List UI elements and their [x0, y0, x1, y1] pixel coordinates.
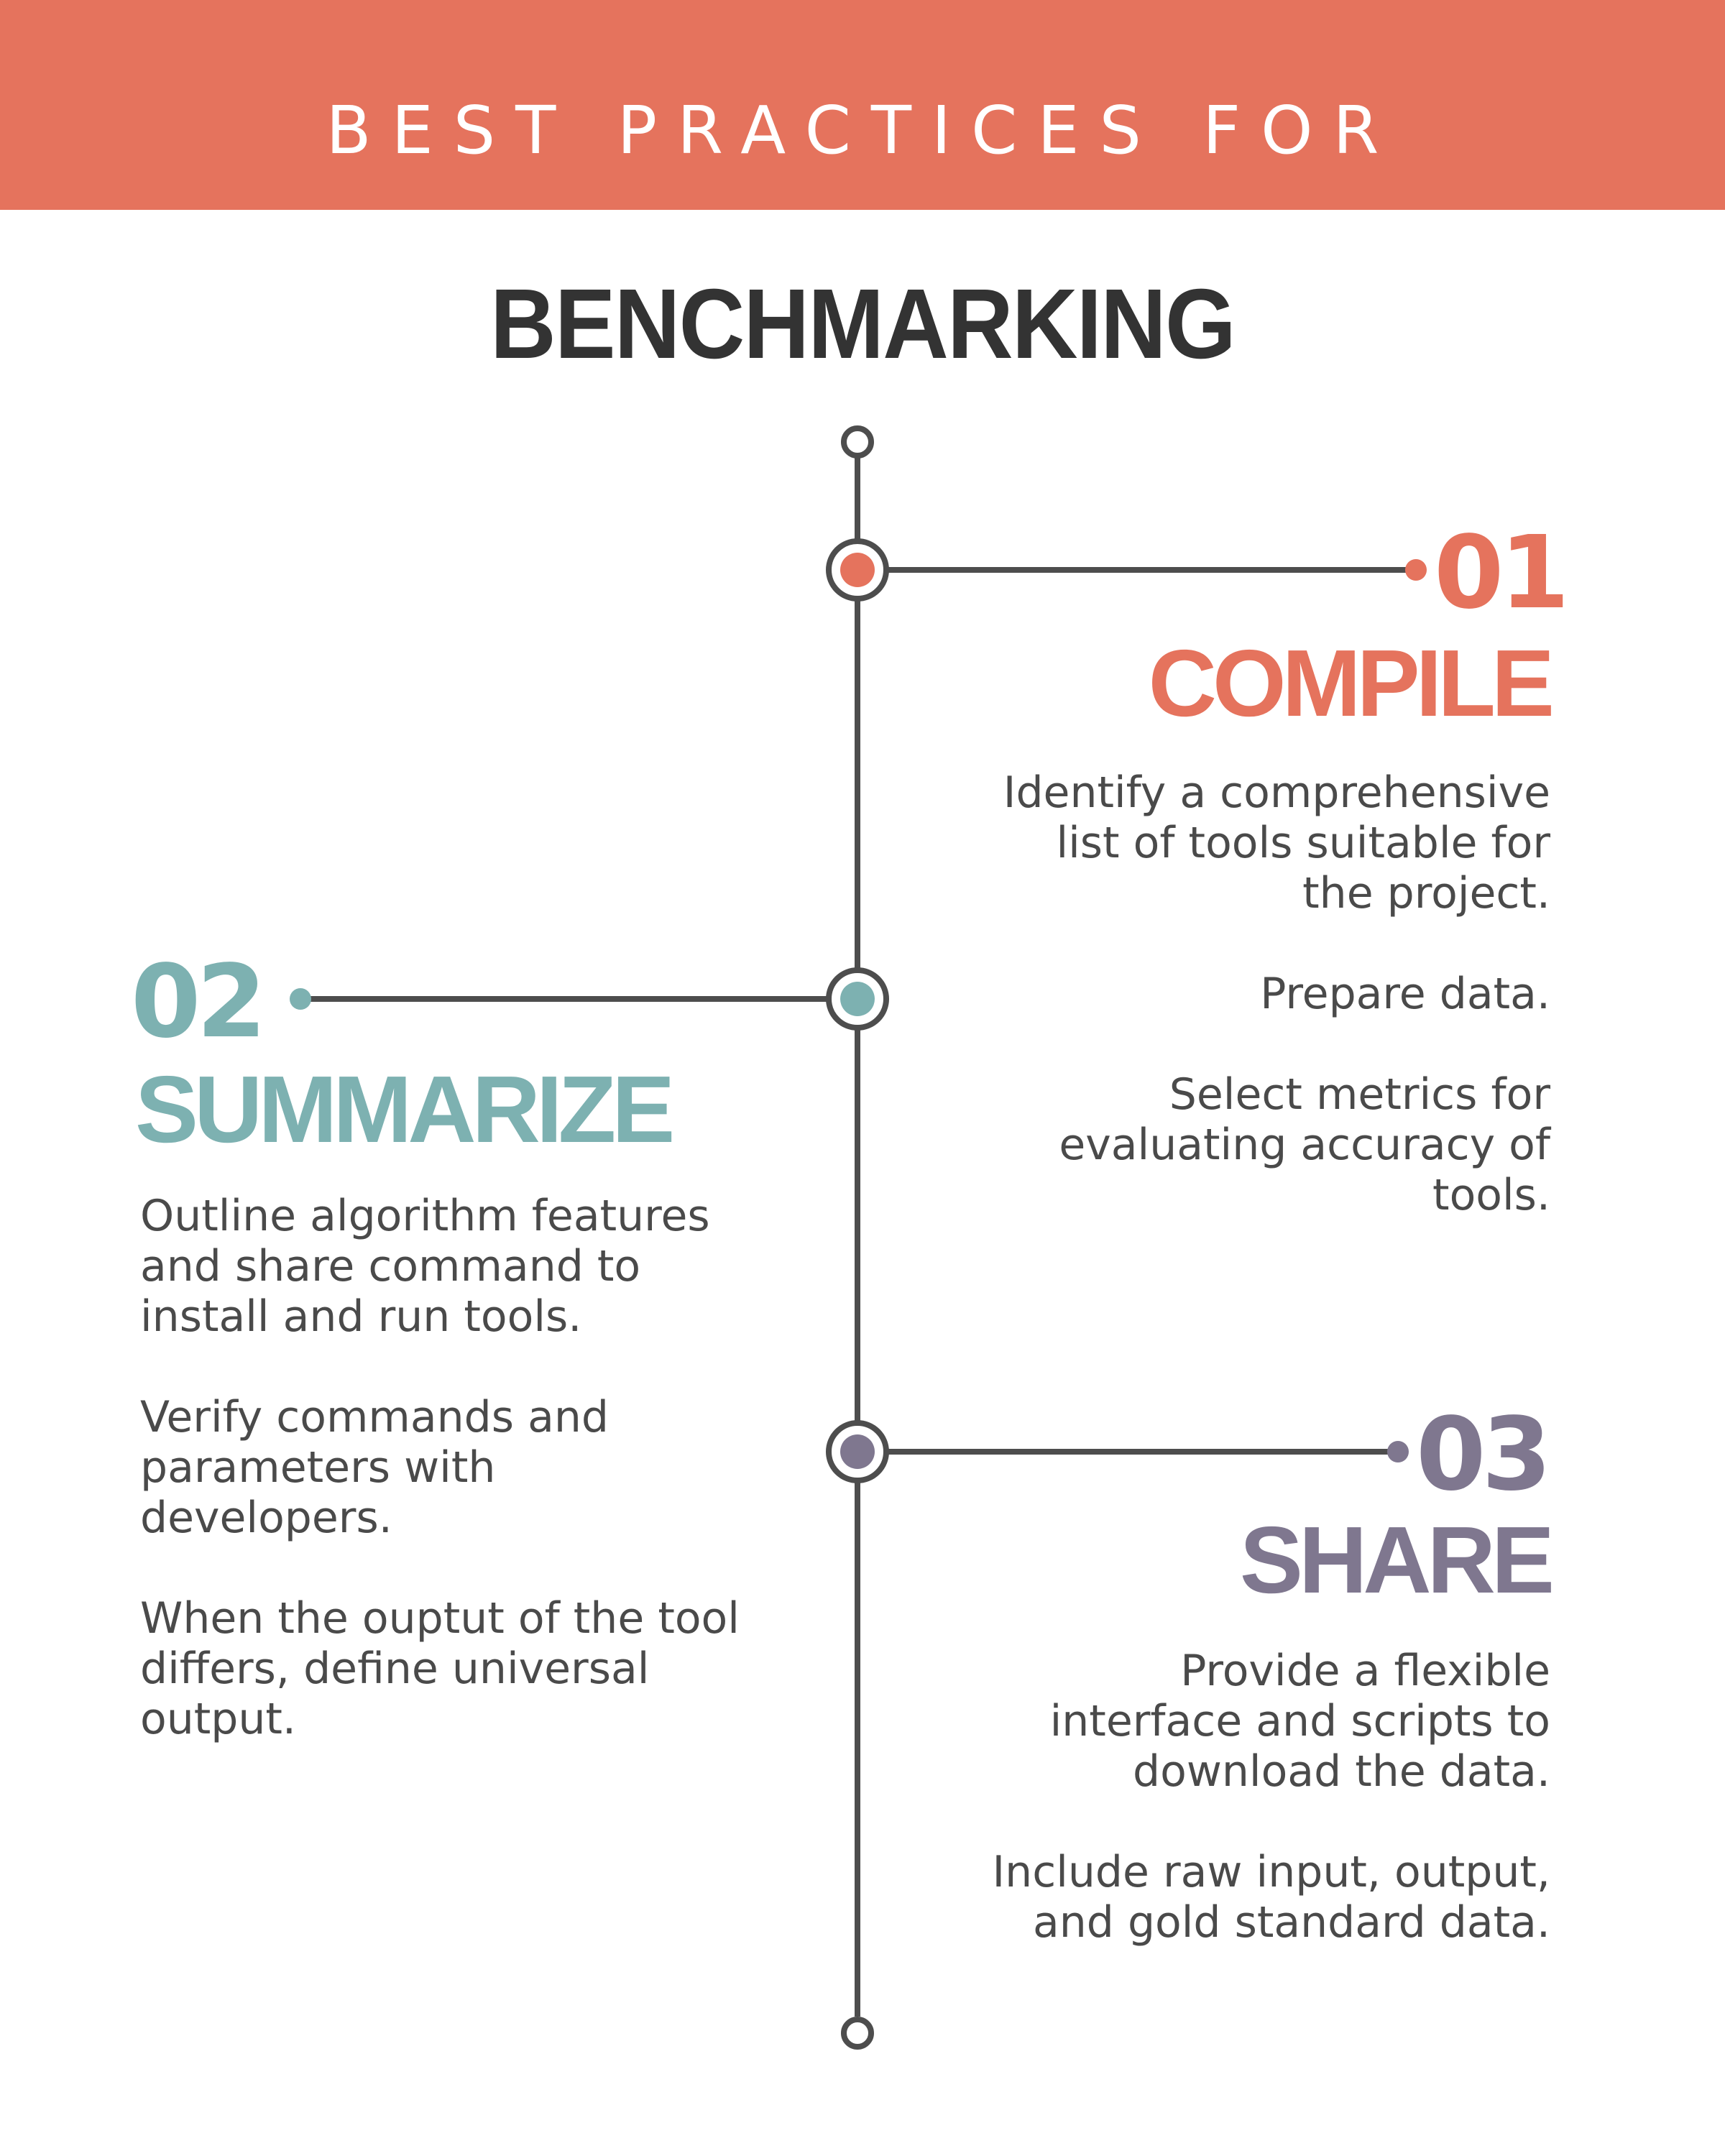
step-2-title: SUMMARIZE	[135, 1056, 675, 1162]
step-3-node-icon	[826, 1420, 889, 1483]
step-3-body: Provide a flexible interface and scripts…	[975, 1646, 1550, 1998]
step-2-connector-dot-icon	[290, 988, 311, 1010]
step-2-body: Outline algorithm features and share com…	[140, 1191, 744, 1795]
step-1-connector-dot-icon	[1405, 559, 1427, 581]
step-2-paragraph: When the ouptut of the tool differs, def…	[140, 1593, 740, 1744]
step-1-number: 01	[1434, 515, 1570, 632]
header-subtitle: BEST PRACTICES FOR	[326, 92, 1399, 169]
step-3-node-fill	[840, 1434, 875, 1469]
step-2-node-icon	[826, 967, 889, 1031]
step-1-node-icon	[826, 538, 889, 602]
step-3-paragraph: Provide a flexible interface and scripts…	[1049, 1646, 1550, 1797]
timeline-start-circle-icon	[841, 425, 874, 459]
page-title: BENCHMARKING	[490, 269, 1236, 379]
step-1-node-fill	[840, 553, 875, 587]
step-3-number: 03	[1416, 1396, 1552, 1514]
step-2-number: 02	[131, 944, 267, 1061]
step-2-paragraph: Verify commands and parameters with deve…	[140, 1392, 609, 1543]
step-1-connector-line	[888, 567, 1416, 573]
step-2-connector-line	[302, 996, 830, 1002]
header-banner: BEST PRACTICES FOR	[0, 0, 1725, 210]
step-1-paragraph: Select metrics for evaluating accuracy o…	[1059, 1069, 1550, 1220]
step-3-title: SHARE	[1239, 1507, 1555, 1613]
step-1-body: Identify a comprehensive list of tools s…	[975, 768, 1550, 1271]
step-1-title: COMPILE	[1148, 630, 1555, 736]
step-2-node-fill	[840, 982, 875, 1016]
timeline-vertical-line	[855, 457, 860, 2017]
timeline-end-circle-icon	[841, 2017, 874, 2050]
step-3-paragraph: Include raw input, output, and gold stan…	[992, 1847, 1550, 1948]
step-1-paragraph: Prepare data.	[1260, 969, 1550, 1019]
step-3-connector-line	[888, 1449, 1405, 1455]
step-1-paragraph: Identify a comprehensive list of tools s…	[1003, 768, 1550, 918]
step-2-paragraph: Outline algorithm features and share com…	[140, 1191, 710, 1342]
step-3-connector-dot-icon	[1387, 1441, 1409, 1462]
